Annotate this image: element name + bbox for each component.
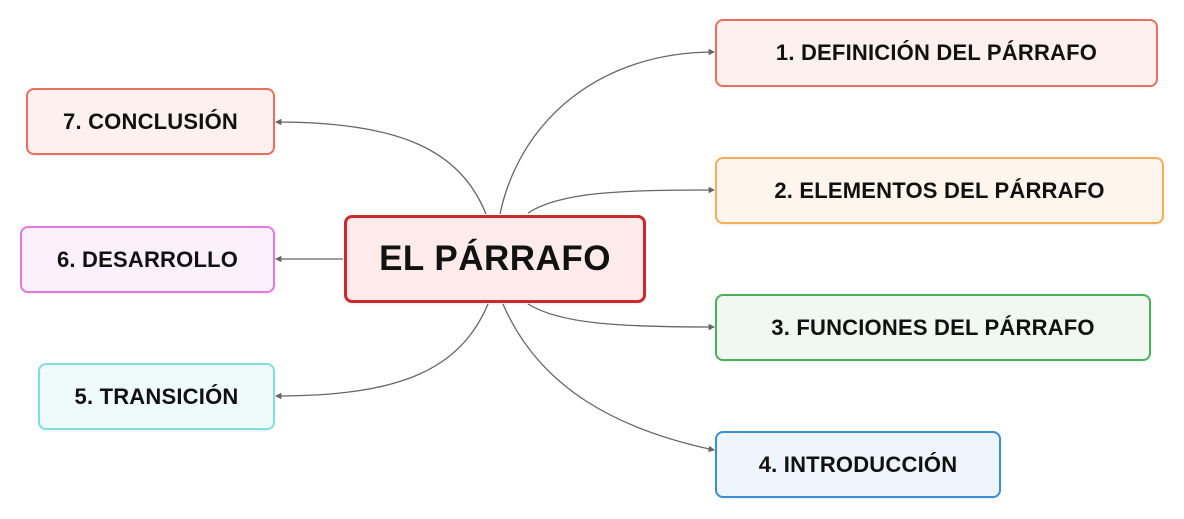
connector-funciones — [527, 303, 716, 331]
topic-elementos-label: 2. ELEMENTOS DEL PÁRRAFO — [774, 177, 1105, 203]
topic-transicion-label: 5. TRANSICIÓN — [74, 383, 239, 409]
topic-definicion[interactable]: 1. DEFINICIÓN DEL PÁRRAFO — [715, 19, 1158, 87]
topic-funciones-label: 3. FUNCIONES DEL PÁRRAFO — [771, 314, 1095, 340]
central-topic[interactable]: EL PÁRRAFO — [344, 215, 646, 303]
connector-transicion — [274, 303, 489, 400]
topic-desarrollo-label: 6. DESARROLLO — [56, 246, 239, 272]
topic-introduccion[interactable]: 4. INTRODUCCIÓN — [715, 431, 1001, 498]
central-topic-label: EL PÁRRAFO — [379, 239, 611, 278]
connector-conclusion — [274, 118, 487, 215]
topic-elementos[interactable]: 2. ELEMENTOS DEL PÁRRAFO — [715, 157, 1164, 224]
connector-introduccion — [502, 303, 716, 453]
topic-transicion[interactable]: 5. TRANSICIÓN — [38, 363, 275, 430]
connector-elementos — [527, 186, 716, 214]
topic-introduccion-label: 4. INTRODUCCIÓN — [758, 451, 958, 477]
topic-conclusion-label: 7. CONCLUSIÓN — [63, 108, 238, 134]
topic-conclusion[interactable]: 7. CONCLUSIÓN — [26, 88, 275, 155]
connector-definicion — [499, 48, 716, 215]
topic-desarrollo[interactable]: 6. DESARROLLO — [20, 226, 275, 293]
topic-definicion-label: 1. DEFINICIÓN DEL PÁRRAFO — [775, 40, 1098, 65]
topic-funciones[interactable]: 3. FUNCIONES DEL PÁRRAFO — [715, 294, 1151, 361]
